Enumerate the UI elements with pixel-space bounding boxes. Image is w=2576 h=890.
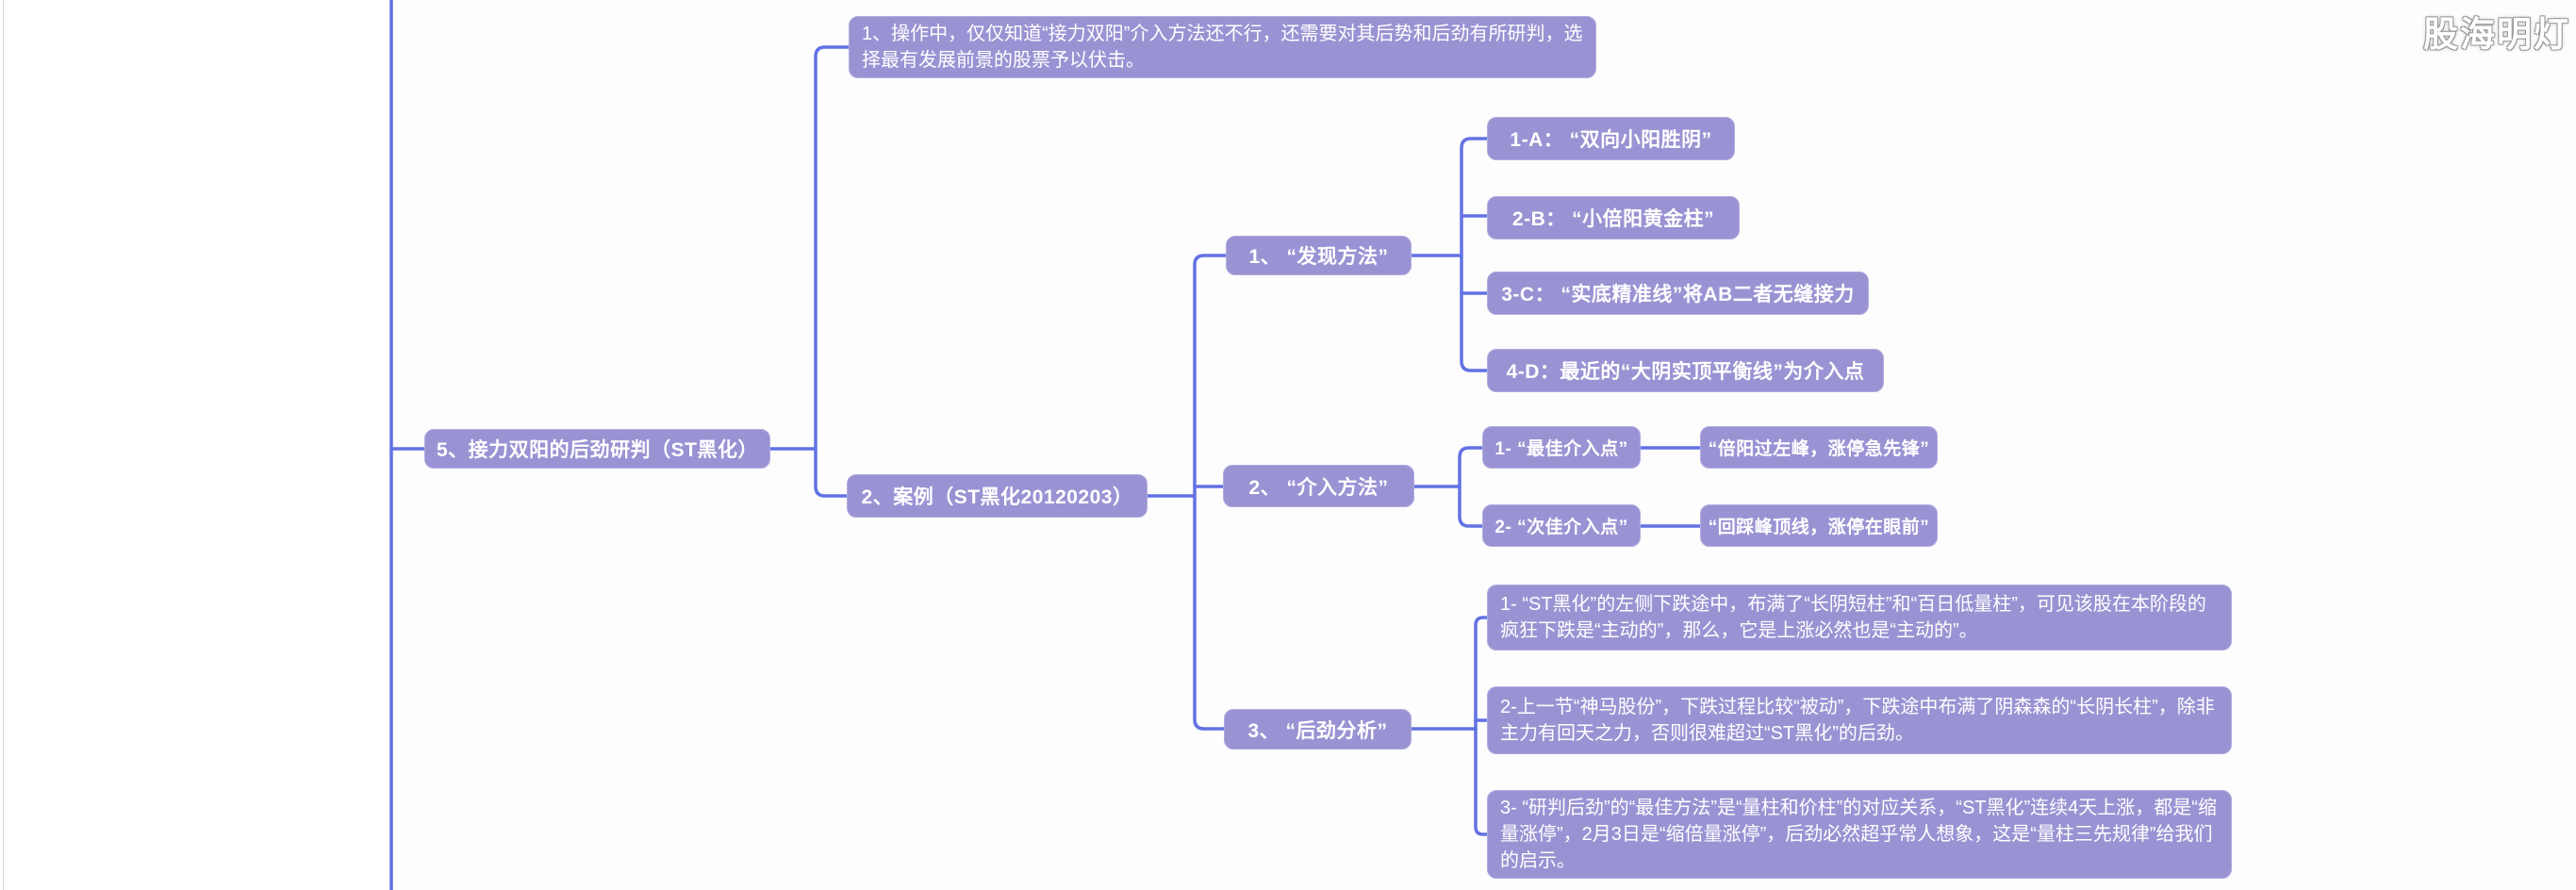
case-topic[interactable]: 2、案例（ST黑化20120203） xyxy=(847,474,1148,518)
momentum-analysis-topic[interactable]: 3、 “后劲分析” xyxy=(1224,709,1412,750)
momentum-item-1[interactable]: 1- “ST黑化”的左侧下跌途中，布满了“长阴短柱”和“百日低量柱”，可见该股在… xyxy=(1487,585,2232,651)
momentum-item-2[interactable]: 2-上一节“神马股份”，下跌过程比较“被动”，下跌途中布满了阴森森的“长阴长柱”… xyxy=(1487,686,2232,754)
discover-method-topic[interactable]: 1、 “发现方法” xyxy=(1226,236,1412,275)
discover-item-1a[interactable]: 1-A： “双向小阳胜阴” xyxy=(1487,117,1735,160)
entry-second-point[interactable]: 2- “次佳介入点” xyxy=(1482,504,1641,547)
entry-method-topic[interactable]: 2、 “介入方法” xyxy=(1223,465,1414,507)
entry-second-point-detail[interactable]: “回踩峰顶线，涨停在眼前” xyxy=(1700,504,1938,547)
panel-divider xyxy=(3,0,4,890)
root-topic[interactable]: 5、接力双阳的后劲研判（ST黑化） xyxy=(424,429,770,469)
discover-item-4d[interactable]: 4-D：最近的“大阴实顶平衡线”为介入点 xyxy=(1487,349,1884,392)
entry-best-point-detail[interactable]: “倍阳过左峰，涨停急先锋” xyxy=(1700,426,1938,469)
canvas-left-panel xyxy=(0,0,390,890)
entry-best-point[interactable]: 1- “最佳介入点” xyxy=(1482,426,1641,469)
discover-item-2b[interactable]: 2-B： “小倍阳黄金柱” xyxy=(1487,196,1740,239)
discover-item-3c[interactable]: 3-C： “实底精准线”将AB二者无缝接力 xyxy=(1487,272,1869,315)
momentum-item-3[interactable]: 3- “研判后劲”的“最佳方法”是“量柱和价柱”的对应关系，“ST黑化”连续4天… xyxy=(1487,790,2232,879)
note-topic[interactable]: 1、操作中，仅仅知道“接力双阳”介入方法还不行，还需要对其后势和后劲有所研判，选… xyxy=(849,16,1596,78)
watermark-text: 股海明灯 xyxy=(2423,15,2570,54)
